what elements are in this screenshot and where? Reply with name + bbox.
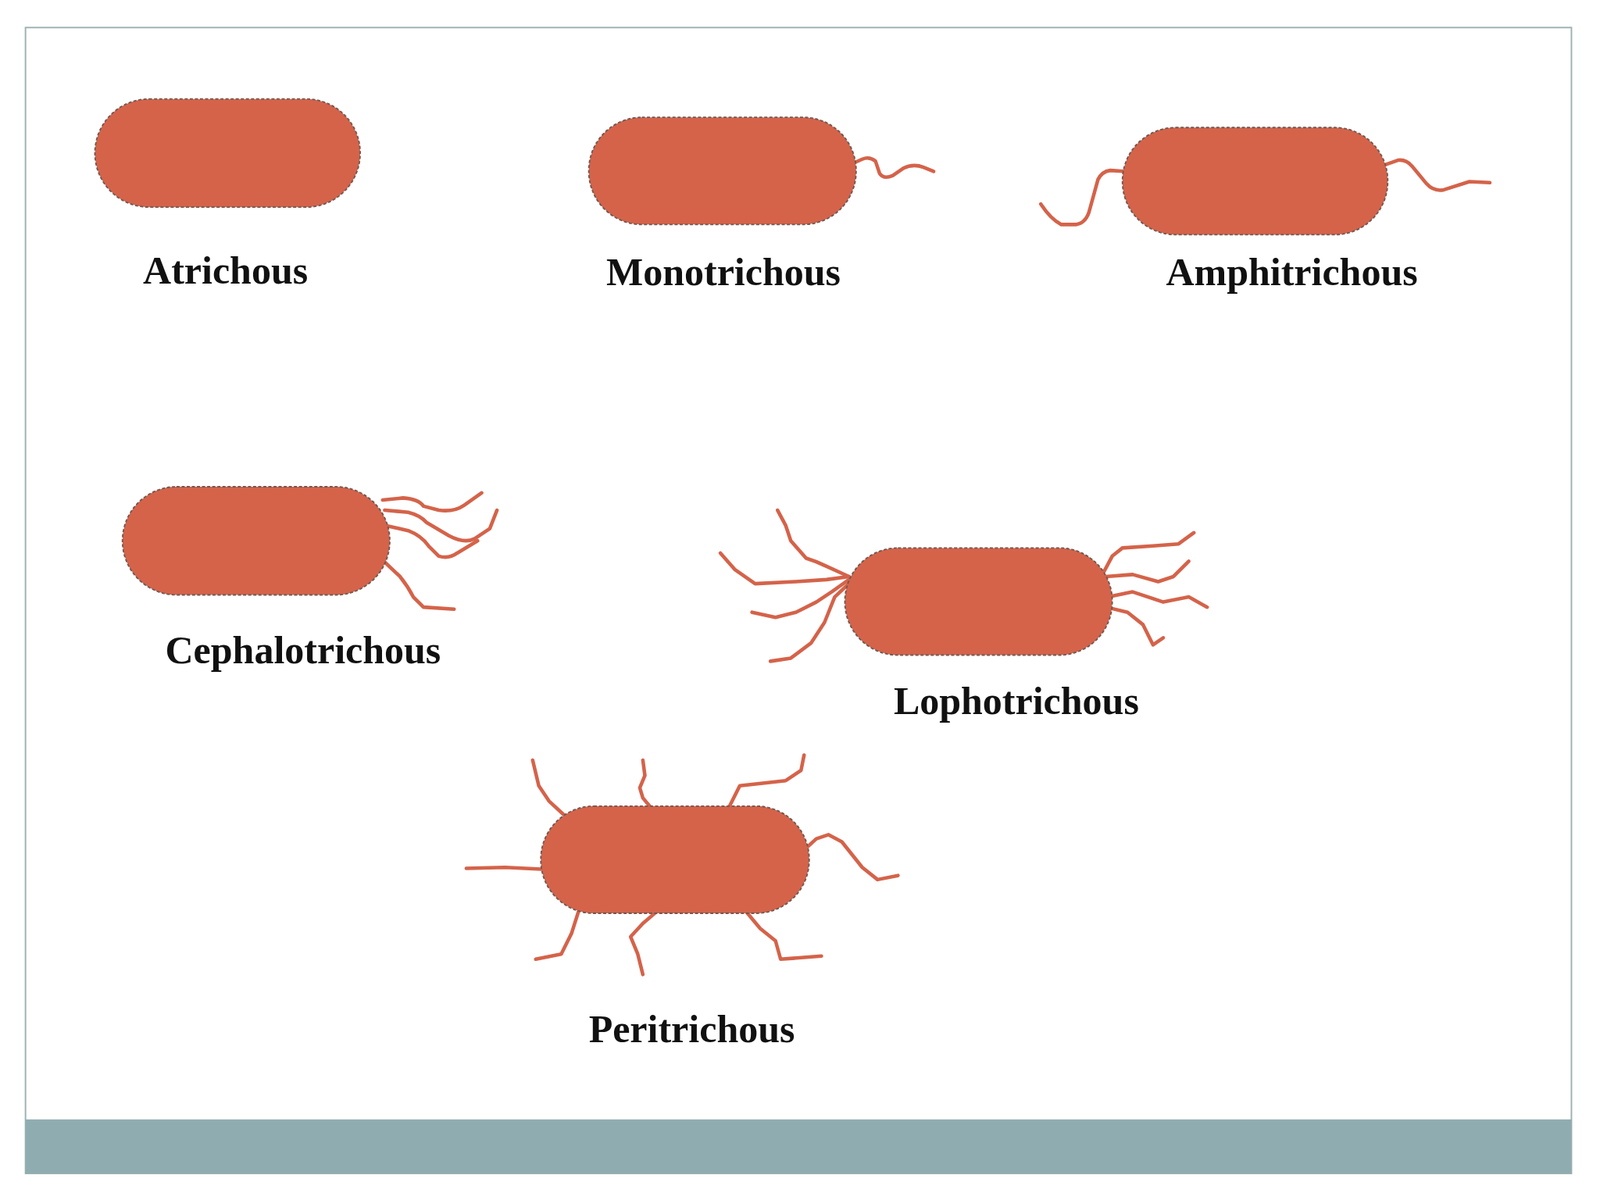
arrangement-label: Cephalotrichous — [165, 628, 442, 672]
peritrichous-bacterium — [466, 755, 898, 975]
cephalotrichous-bacterium — [122, 486, 497, 610]
lophotrichous-bacterium — [720, 510, 1208, 661]
arrangement-label: Amphitrichous — [1165, 250, 1418, 294]
footer-bar — [25, 1119, 1572, 1174]
arrangement-label: Lophotrichous — [893, 679, 1140, 723]
monotrichous-bacterium — [589, 117, 934, 225]
slide-frame — [25, 27, 1572, 1174]
arrangement-label: Peritrichous — [589, 1007, 796, 1051]
arrangement-label: Monotrichous — [606, 250, 841, 294]
arrangement-label: Atrichous — [142, 249, 308, 293]
atrichous-bacterium — [94, 99, 361, 208]
amphitrichous-bacterium — [1040, 127, 1490, 235]
